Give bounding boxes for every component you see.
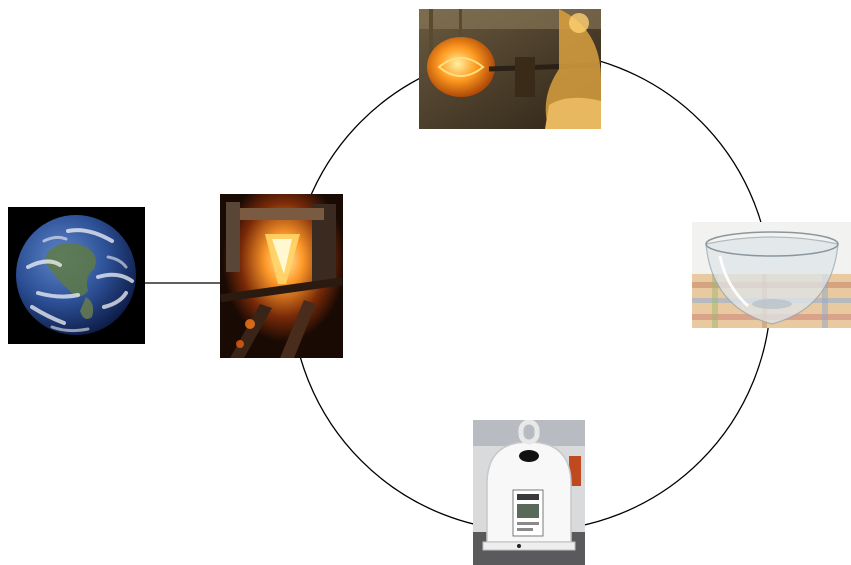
earth-photo (8, 207, 145, 344)
recycling-bin-photo (473, 420, 585, 565)
glass-bowl-photo (692, 222, 851, 328)
furnace-photo (220, 194, 343, 358)
glassblowing-photo (419, 9, 601, 129)
